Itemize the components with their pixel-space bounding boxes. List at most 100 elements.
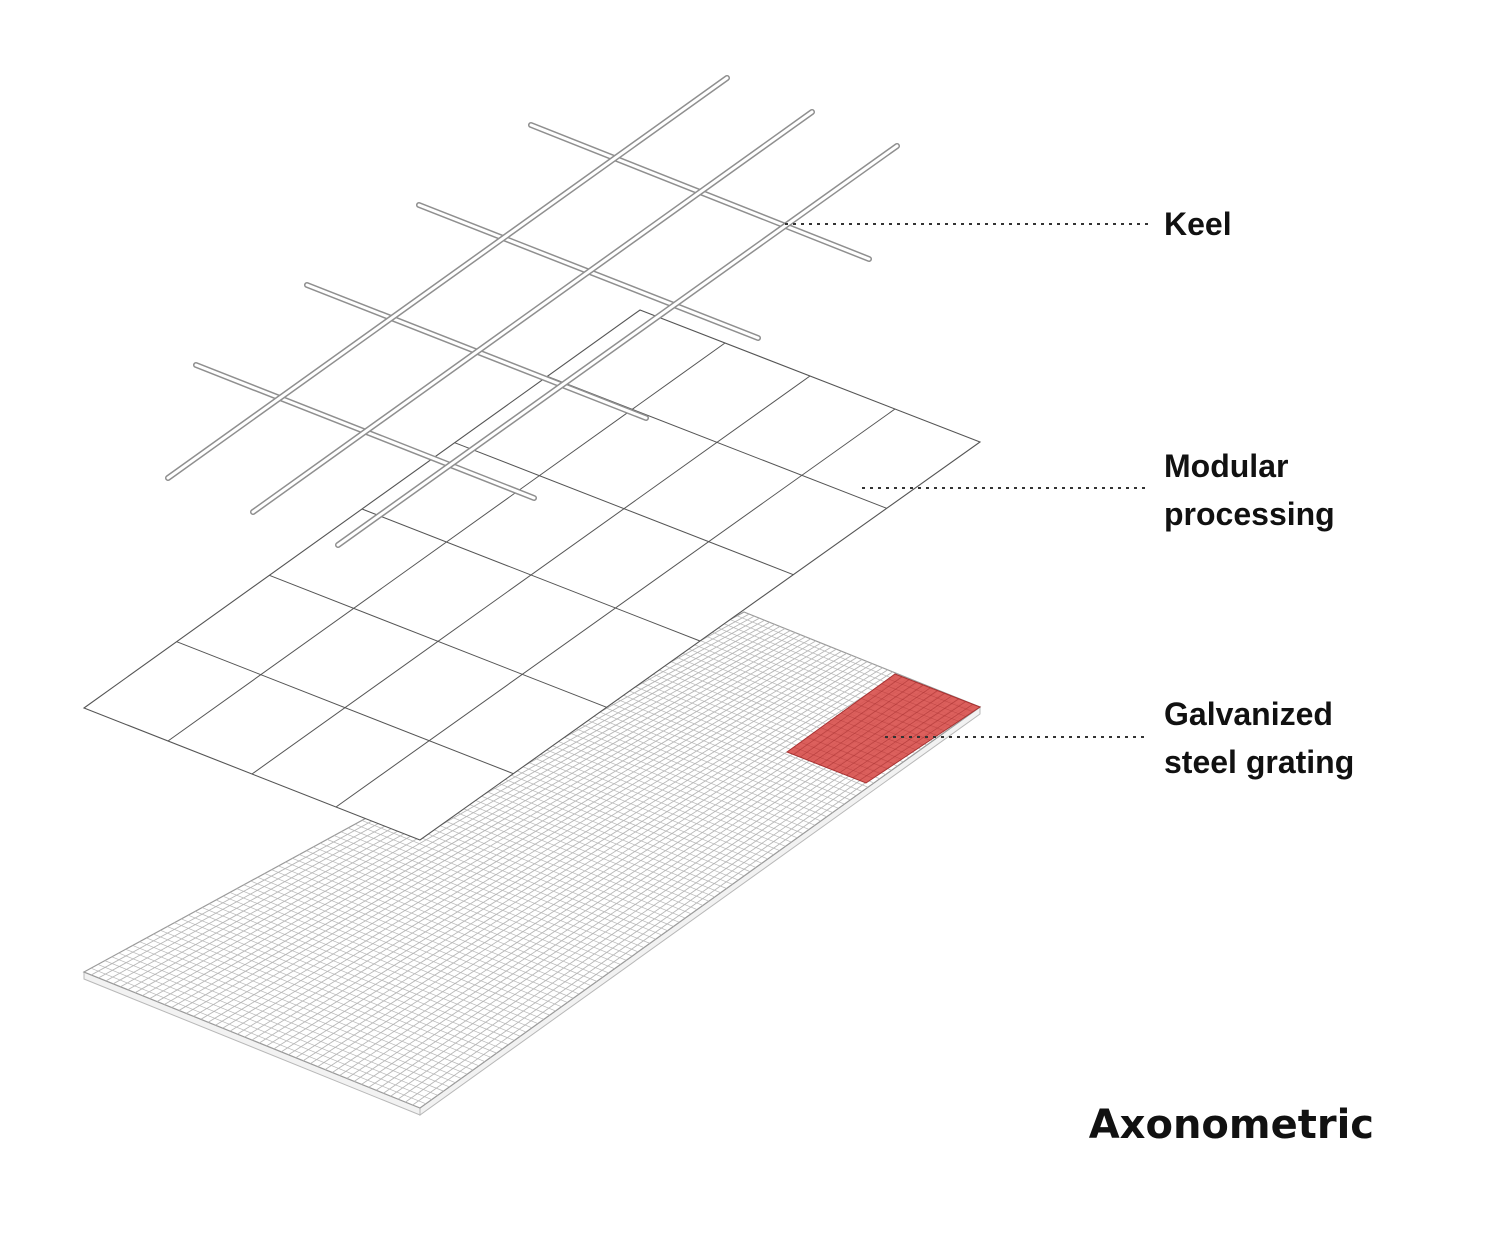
grating-crossbar [584,698,845,805]
grating-bar [295,671,894,1059]
grating-bar [142,628,786,997]
grating-crossbar [556,713,821,822]
module-seam [251,375,811,775]
grating-crossbar [514,736,786,847]
grating-crossbar [333,835,633,957]
grating-bar [229,652,847,1032]
grating-crossbar [174,922,497,1054]
grating-crossbar [188,914,509,1046]
grating-crossbar [570,706,833,813]
grating-crossbar [459,767,739,881]
grating-crossbar [424,785,709,902]
grating-crossbar [236,888,550,1016]
grating-crossbar [528,729,798,839]
grating-bar [237,654,852,1035]
grating-crossbar [563,710,827,818]
grating-crossbar [285,861,592,986]
grating-crossbar [361,820,656,940]
grating-label-line-1: Galvanized [1164,696,1333,732]
grating-crossbar [306,850,609,974]
grating-label-line-2: steel grating [1164,744,1355,780]
grating-crossbar [493,748,768,860]
grating-crossbar [195,911,515,1041]
grating-crossbar [507,740,780,851]
highlight-crossbar [847,707,931,741]
grating-bar [302,673,899,1062]
highlight-crossbar [820,727,902,760]
grating-bar [251,659,863,1041]
module-seam [167,342,726,742]
grating-crossbar [354,823,651,944]
highlight-crossbar [800,741,881,774]
grating-bar [164,634,801,1005]
highlighted-grating-panel [785,673,982,784]
grating-crossbar [465,763,745,877]
grating-crossbar [271,869,580,995]
grating-crossbar [327,839,627,961]
grating-crossbar [146,937,474,1071]
grating-crossbar [577,702,839,809]
grating-crossbar [222,895,539,1024]
highlight-crossbar [874,688,959,722]
grating-crossbar [340,831,639,953]
modular-processing-label: Modular processing [1164,442,1335,538]
highlight-crossbar [807,737,888,770]
grating-crossbar [264,873,574,999]
grating-bar [222,650,842,1029]
grating-crossbar [452,770,733,885]
grating-crossbar [313,846,615,970]
grating-crossbar [160,929,485,1062]
grating-crossbar [250,880,562,1008]
grating-crossbar [299,854,603,978]
grating-crossbar [125,948,456,1083]
grating-crossbar [278,865,586,991]
grating-crossbar [201,907,521,1037]
grating-crossbar [438,778,721,894]
grating-bar [178,638,811,1011]
modular-processing-layer [82,309,982,841]
grating-crossbar [139,941,468,1075]
grating-bar [259,661,868,1044]
steel-grating-label: Galvanized steel grating [1164,690,1354,786]
grating-crossbar [292,857,597,982]
grating-crossbar [479,755,757,868]
grating-crossbar [118,952,450,1088]
keel-main-member-highlight [166,76,729,480]
highlight-crossbar [840,712,924,746]
grating-crossbar [243,884,556,1012]
grating-crossbar [597,691,857,796]
grating-bar [186,640,817,1014]
highlight-crossbar [793,746,874,779]
grating-bar [280,667,883,1053]
grating-crossbar [611,683,869,788]
keel-layer [165,75,900,548]
grating-crossbar [111,956,444,1092]
modular-label-line-2: processing [1164,496,1335,532]
grating-bar [288,669,888,1056]
grating-crossbar [90,967,427,1105]
grating-crossbar [104,960,438,1096]
grating-crossbar [417,789,704,906]
grating-bar [171,636,806,1008]
grating-bar [207,646,832,1023]
highlight-crossbar [834,717,916,751]
grating-crossbar [347,827,645,948]
highlight-crossbar [861,698,945,732]
diagram-title: Axonometric [1088,1102,1374,1148]
grating-crossbar [521,732,792,843]
grating-bar [273,665,878,1050]
grating-bar [266,663,873,1047]
grating-crossbar [132,945,462,1079]
grating-crossbar [167,926,491,1058]
keel-label-line-1: Keel [1164,206,1232,242]
grating-bar [215,648,837,1026]
highlight-crossbar [827,722,909,755]
grating-crossbar [229,892,544,1020]
grating-crossbar [604,687,863,792]
keel-main-member-highlight [336,144,899,547]
grating-bar [149,630,791,999]
highlight-crossbar [881,683,966,717]
keel-label: Keel [1164,200,1232,248]
